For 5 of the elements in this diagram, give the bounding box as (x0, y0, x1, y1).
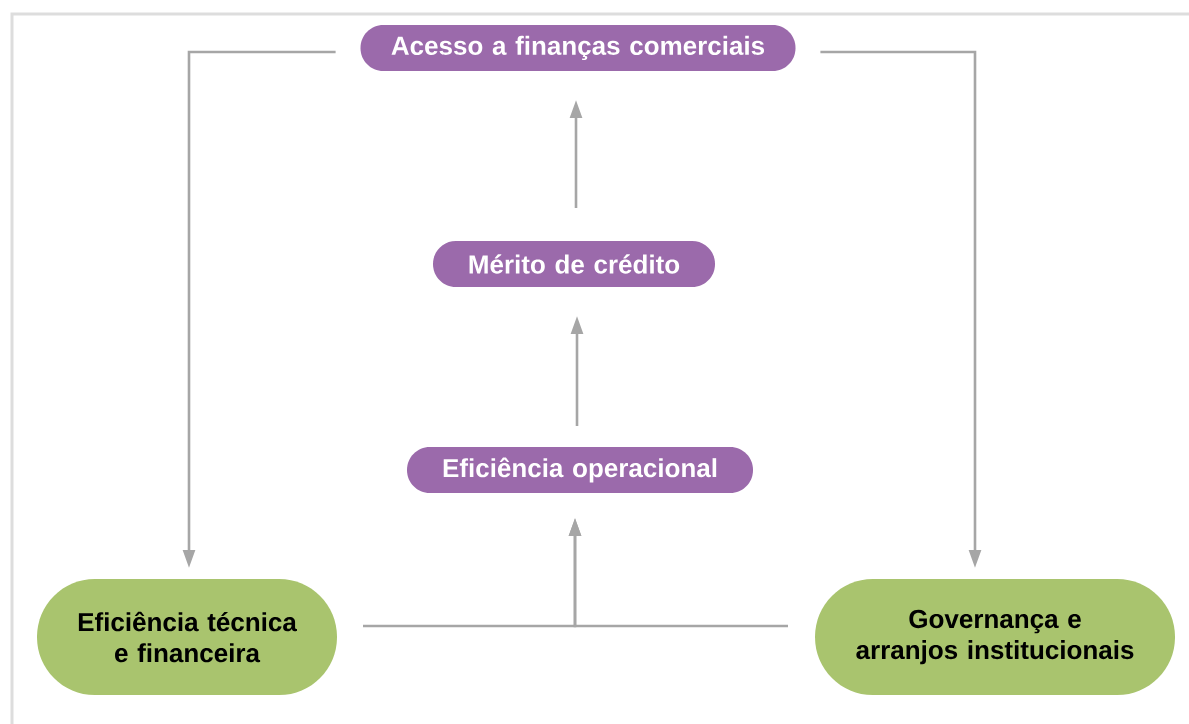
rounded-box: Governança e arranjos institucionais (815, 579, 1175, 695)
rounded-box: Mérito de crédito (433, 241, 715, 287)
rounded-box: Eficiência técnica e financeira (37, 579, 337, 695)
rounded-box: Acesso a finanças comerciais (360, 25, 796, 71)
rounded-box: Eficiência operacional (407, 447, 753, 493)
